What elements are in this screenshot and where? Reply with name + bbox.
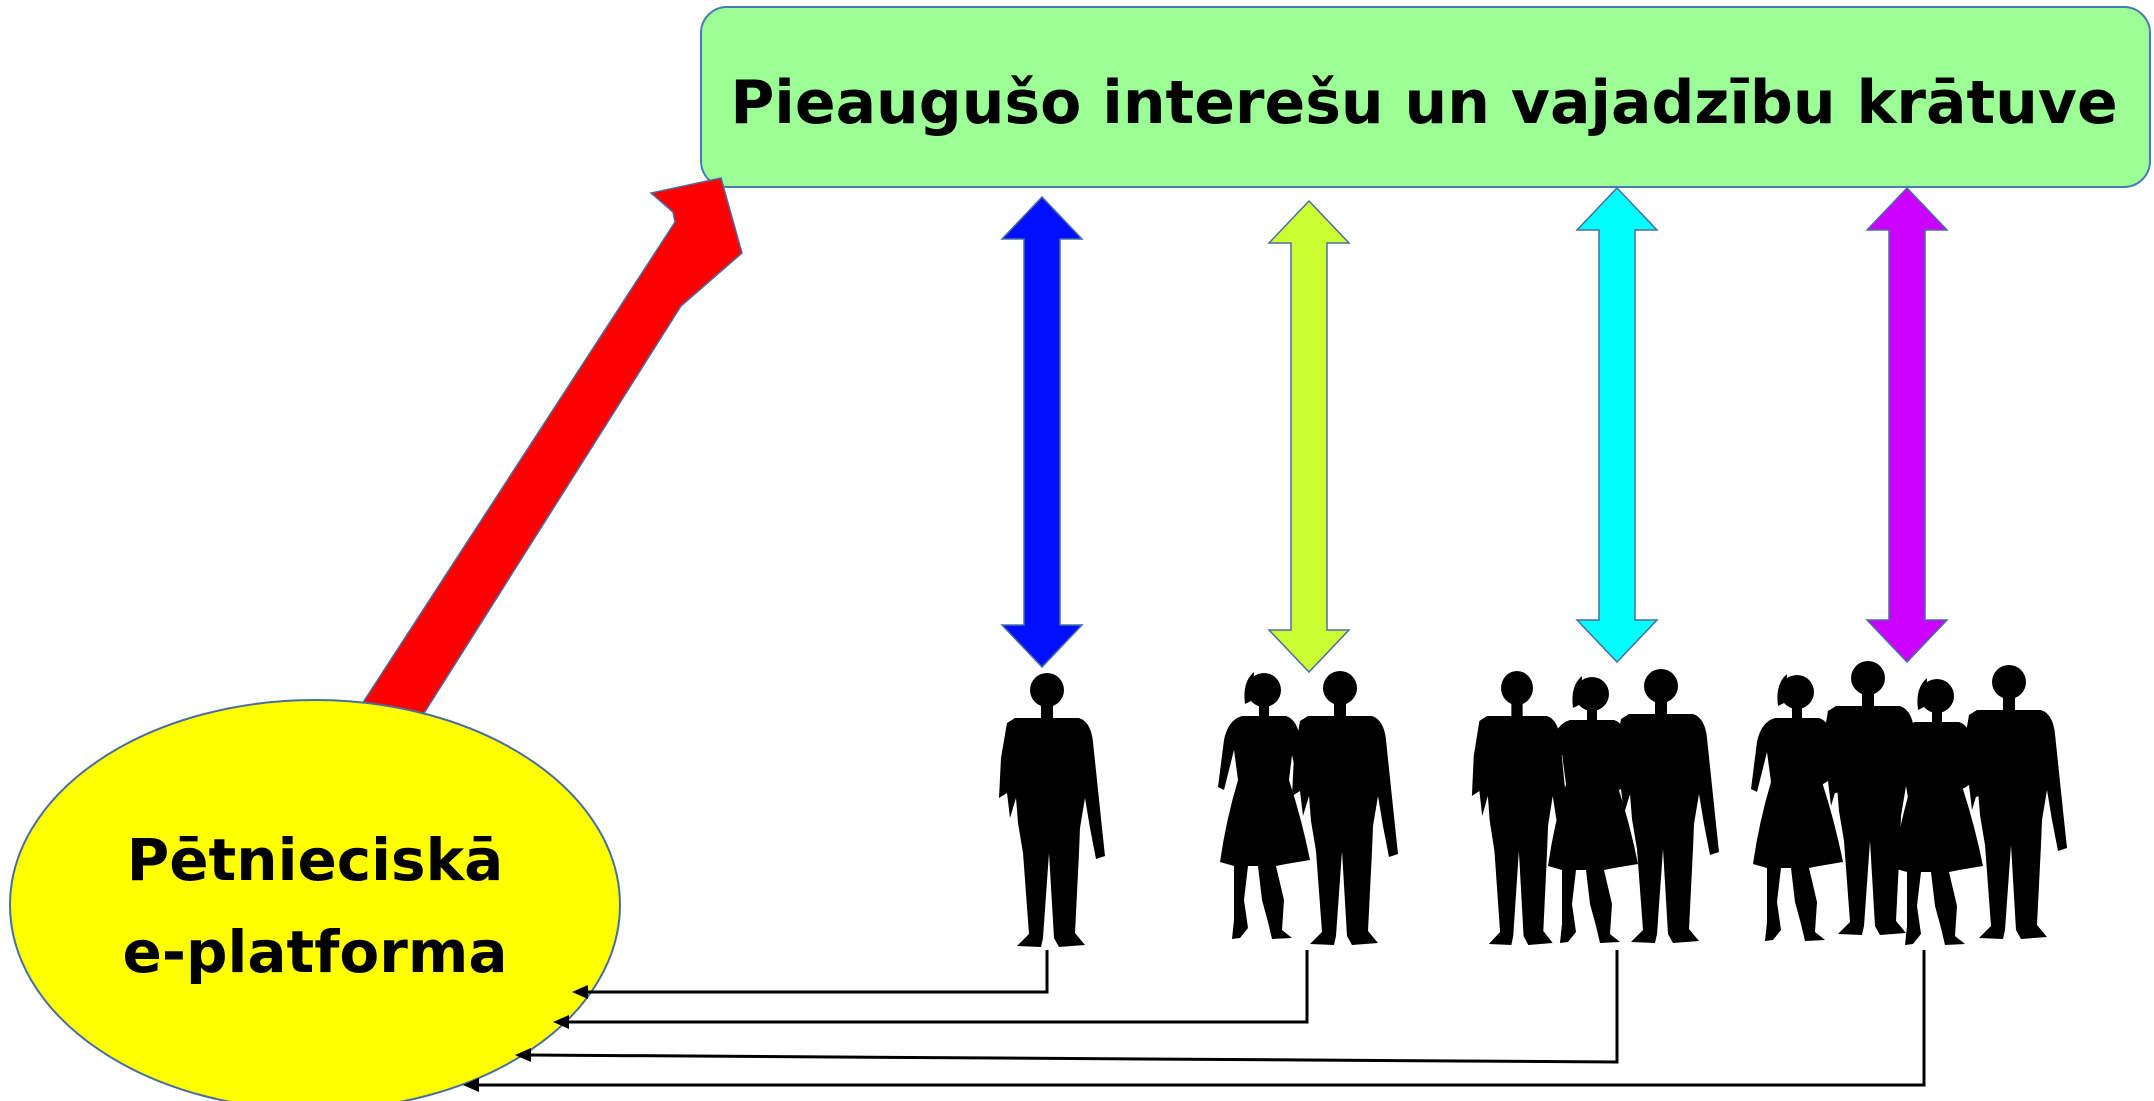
person-silhouette — [1292, 671, 1398, 945]
group-1-double-arrow — [1000, 195, 1084, 669]
feedback-line — [567, 950, 1309, 1024]
group-2-double-arrow — [1267, 199, 1351, 674]
feedback-line — [586, 950, 1049, 994]
platform-to-repository-arrow — [360, 177, 743, 719]
feedback-arrowhead — [463, 1078, 479, 1092]
repository-title: Pieaugušo interešu un vajadzību krātuve — [730, 68, 2117, 138]
person-silhouette — [1218, 672, 1310, 939]
group-3-double-arrow — [1575, 186, 1659, 664]
feedback-arrowhead — [515, 1048, 531, 1062]
platform-ellipse: Pētnieciskā e-platforma — [9, 699, 621, 1101]
double-arrow-shape — [1865, 186, 1949, 664]
feedback-arrowhead — [553, 1015, 569, 1029]
platform-label-line-2: e-platforma — [123, 918, 508, 986]
feedback-lines — [463, 950, 1926, 1092]
platform-label-line-1: Pētnieciskā — [127, 826, 504, 894]
group-3-people — [1471, 669, 1719, 945]
double-arrow-shape — [1575, 186, 1659, 664]
person-silhouette — [1961, 665, 2067, 939]
double-arrow-shape — [1267, 199, 1351, 674]
person-silhouette — [1613, 669, 1719, 943]
person-silhouette — [999, 673, 1105, 947]
people-silhouettes — [999, 661, 2067, 947]
repository-box: Pieaugušo interešu un vajadzību krātuve — [700, 6, 2151, 188]
group-1-people — [999, 673, 1105, 947]
feedback-line — [528, 950, 1619, 1064]
double-arrow-shape — [1000, 195, 1084, 669]
person-silhouette — [1471, 671, 1572, 945]
group-4-double-arrow — [1865, 186, 1949, 664]
feedback-arrowhead — [572, 985, 588, 999]
group-2-people — [1218, 671, 1398, 945]
feedback-line — [477, 950, 1926, 1087]
group-4-people — [1751, 661, 2067, 945]
